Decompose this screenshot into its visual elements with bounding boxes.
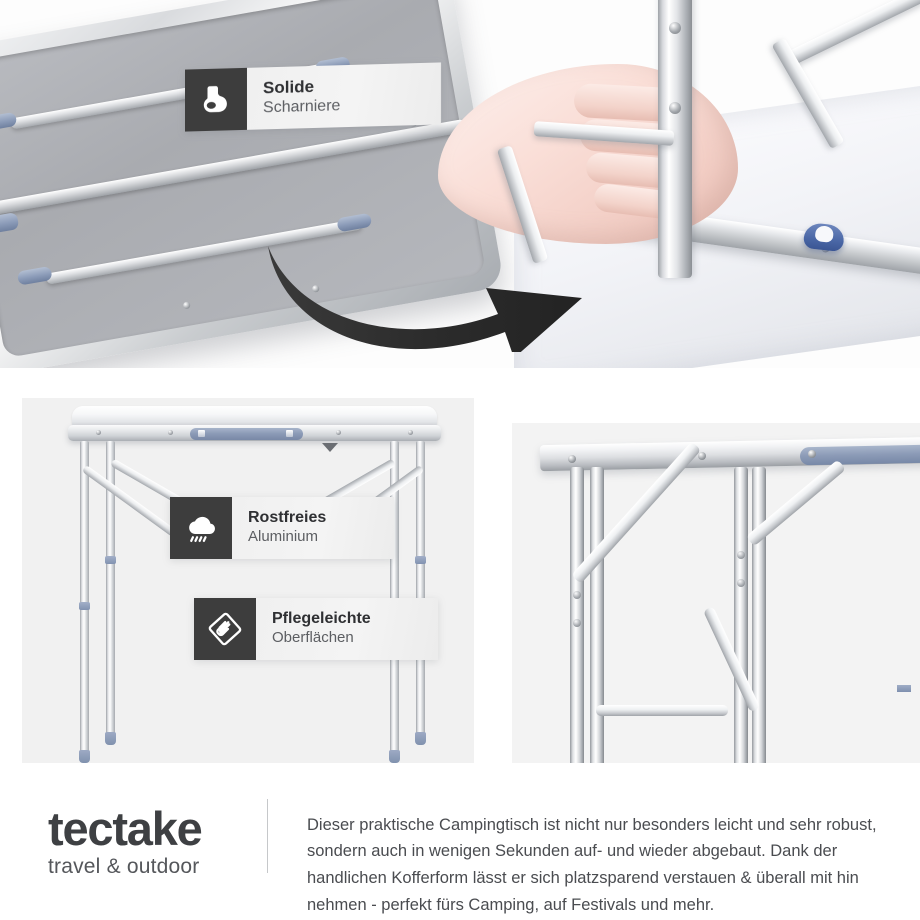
leg-foot [389, 750, 400, 763]
carry-handle [190, 427, 303, 440]
rivet [336, 430, 341, 435]
leg-collar [105, 556, 116, 564]
height-adjust-hole [573, 591, 581, 599]
panel-leg-detail [512, 423, 920, 763]
badge-subtitle: Aluminium [248, 528, 319, 546]
wiping-hand-icon [194, 598, 256, 660]
table-leg [416, 441, 425, 738]
height-adjust-hole [669, 22, 681, 34]
table-leg [752, 467, 766, 763]
panel-assembled-table [22, 398, 474, 763]
product-description: Dieser praktische Campingtisch ist nicht… [307, 815, 877, 914]
rain-cloud-icon [170, 497, 232, 559]
table-leg [570, 467, 584, 763]
table-top [72, 406, 437, 428]
table-leg [106, 441, 115, 738]
badge-text-block: Solide Scharniere [247, 62, 441, 130]
footer: tectake travel & outdoor Dieser praktisc… [0, 775, 920, 920]
handle-screw [286, 430, 293, 437]
footer-divider [267, 799, 268, 873]
badge-subtitle: Scharniere [263, 97, 341, 117]
flexed-bicep-icon [185, 67, 247, 132]
badge-pflegeleichte-oberflaechen: Pflegeleichte Oberflächen [194, 598, 438, 660]
rivet [568, 455, 576, 463]
badge-subtitle: Oberflächen [272, 629, 354, 647]
open-table-corner-illustration [438, 0, 920, 368]
cross-support-tube [596, 705, 728, 716]
height-adjust-hole [737, 551, 745, 559]
brand-name: tectake [48, 802, 203, 855]
height-adjust-hole [669, 102, 681, 114]
assembled-table-illustration [22, 398, 474, 763]
rivet [698, 452, 706, 460]
folding-brace [786, 0, 920, 67]
height-adjust-hole [737, 579, 745, 587]
leg-collar [415, 556, 426, 564]
height-adjust-hole [573, 619, 581, 627]
leg-collar [79, 602, 90, 610]
rivet [808, 450, 816, 458]
badge-text-block: Rostfreies Aluminium [232, 497, 394, 559]
badge-text-block: Pflegeleichte Oberflächen [256, 598, 438, 660]
brand-logo: tectake travel & outdoor [48, 805, 258, 877]
leg-collar [897, 685, 911, 692]
table-leg [80, 441, 89, 756]
brand-tagline: travel & outdoor [48, 855, 200, 878]
leg-foot [79, 750, 90, 763]
handle-screw [198, 430, 205, 437]
leg-foot [415, 732, 426, 745]
fold-direction-marker [322, 443, 338, 452]
carry-handle-detail [799, 444, 920, 465]
rivet [168, 430, 173, 435]
panel-hero: Solide Scharniere [0, 0, 920, 368]
table-leg [590, 467, 604, 763]
badge-solide-scharniere: Solide Scharniere [185, 62, 441, 132]
badge-title: Rostfreies [248, 509, 327, 527]
leg-foot [105, 732, 116, 745]
badge-rostfreies-aluminium: Rostfreies Aluminium [170, 497, 394, 559]
badge-title: Pflegeleichte [272, 610, 371, 628]
rivet [96, 430, 101, 435]
leg-brace-detail-illustration [512, 423, 920, 763]
curved-transform-arrow [268, 246, 582, 352]
table-leg [734, 467, 748, 763]
rivet [408, 430, 413, 435]
